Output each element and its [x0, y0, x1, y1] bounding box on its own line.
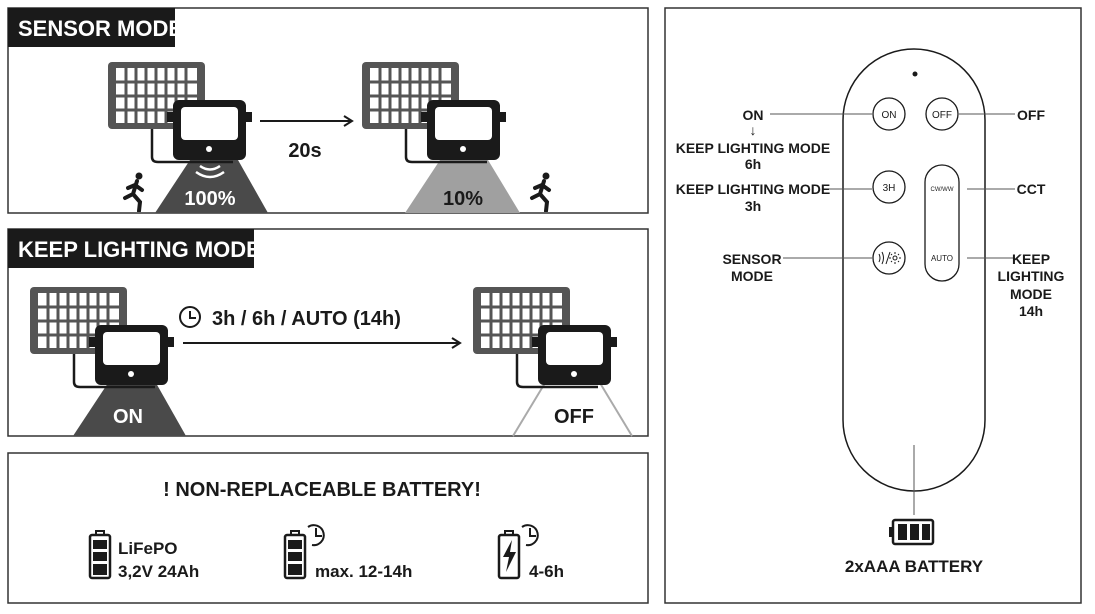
cct-button[interactable]: CW/WW — [931, 187, 954, 193]
remote-panel: ON OFF 3H CW/WW AUTO — [664, 7, 1082, 604]
light-cone-on — [73, 383, 186, 436]
remote-battery-label: 2xAAA BATTERY — [845, 557, 984, 576]
aaa-battery-icon — [889, 518, 935, 546]
brightness-100: 100% — [184, 188, 235, 210]
callout-lines — [770, 113, 1015, 515]
sensor-mode-button[interactable] — [872, 241, 906, 275]
label-auto-4: 14h — [1019, 303, 1043, 319]
durations-label: 3h / 6h / AUTO (14h) — [212, 308, 401, 330]
state-on-label: ON — [113, 406, 143, 428]
clock-icon — [521, 524, 539, 547]
label-auto-2: LIGHTING — [998, 268, 1065, 284]
on-button-label: ON — [882, 110, 897, 121]
label-sensor-2: MODE — [731, 268, 773, 284]
cct-button-label: CW/WW — [931, 187, 954, 193]
label-on-sub2: 6h — [745, 156, 761, 172]
remote-control — [842, 48, 986, 492]
keep-lighting-title-box — [8, 229, 254, 268]
light-cone-dim — [405, 160, 520, 213]
state-off-label: OFF — [554, 406, 594, 428]
sensor-mode-title: SENSOR MODE — [18, 16, 183, 41]
cct-auto-rocker — [924, 164, 960, 282]
auto-button-label: AUTO — [931, 254, 953, 263]
3h-button-label: 3H — [883, 183, 896, 194]
battery-capacity: 3,2V 24Ah — [118, 562, 199, 581]
delay-label: 20s — [288, 140, 321, 162]
sensor-mode-title-box — [8, 8, 175, 47]
label-auto-3: MODE — [1010, 286, 1052, 302]
motion-waves-icon — [195, 164, 225, 179]
auto-button[interactable]: AUTO — [931, 254, 953, 263]
light-cone-off — [512, 382, 546, 437]
motion-sun-icon — [878, 251, 901, 265]
keep-lighting-title: KEEP LIGHTING MODE — [18, 237, 261, 262]
off-button-label: OFF — [932, 110, 952, 121]
keep-lighting-panel: KEEP LIGHTING MODE ON 3h / 6h / AUTO (14… — [7, 228, 649, 437]
label-auto-1: KEEP — [1012, 251, 1050, 267]
sensor-mode-panel: SENSOR MODE 100% 20s 10% — [7, 7, 649, 214]
label-3h-2: 3h — [745, 198, 761, 214]
label-on: ON — [743, 107, 764, 123]
label-on-sub1: KEEP LIGHTING MODE — [676, 140, 831, 156]
brightness-10: 10% — [443, 188, 483, 210]
battery-type: LiFePO — [118, 539, 178, 558]
battery-panel: ! NON-REPLACEABLE BATTERY! LiFePO 3,2V 2… — [7, 452, 649, 604]
down-arrow-icon: ↓ — [750, 122, 757, 138]
ir-led-icon — [912, 71, 918, 77]
label-3h-1: KEEP LIGHTING MODE — [676, 181, 831, 197]
clock-icon — [307, 524, 325, 547]
clock-icon — [179, 306, 201, 328]
off-button[interactable]: OFF — [925, 97, 959, 131]
light-cone-full — [155, 160, 268, 213]
battery-runtime: max. 12-14h — [315, 562, 412, 581]
label-sensor-1: SENSOR — [722, 251, 781, 267]
battery-warning: ! NON-REPLACEABLE BATTERY! — [163, 479, 481, 501]
on-button[interactable]: ON — [872, 97, 906, 131]
label-cct: CCT — [1017, 181, 1046, 197]
3h-button[interactable]: 3H — [872, 170, 906, 204]
label-off: OFF — [1017, 107, 1045, 123]
charge-time: 4-6h — [529, 562, 564, 581]
